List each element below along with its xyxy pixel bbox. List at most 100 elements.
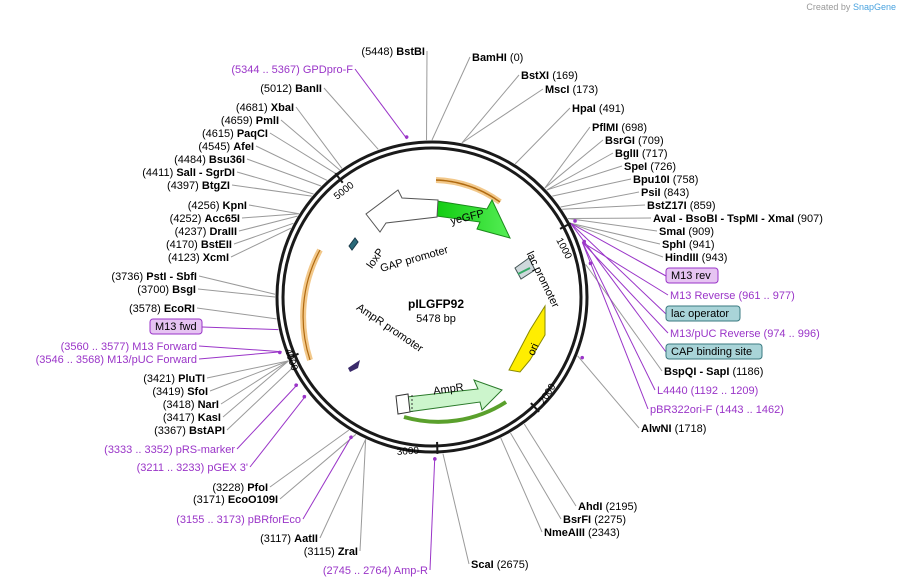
box-label-m13-fwd: M13 fwd	[155, 321, 197, 333]
site-bsgi: (3700) BsgI	[137, 284, 196, 296]
arc-orange-left-line	[302, 249, 321, 361]
site-bstz17i: BstZ17I (859)	[647, 200, 715, 212]
site-xcmi: (4123) XcmI	[168, 252, 229, 264]
label-connector	[238, 215, 298, 232]
site-hindiii: HindIII (943)	[665, 252, 727, 264]
site-avai-bsobi-tspmi-xmai: AvaI - BsoBI - TspMI - XmaI (907)	[653, 213, 823, 225]
label-connector	[570, 222, 664, 258]
primer-site-marker	[580, 355, 585, 360]
feature-label-ori: ori	[526, 342, 542, 358]
site-kpni: (4256) KpnI	[188, 200, 247, 212]
label-connector	[280, 119, 341, 171]
site-nari: (3418) NarI	[163, 399, 219, 411]
primer-site-marker	[433, 457, 437, 461]
site-hpai: HpaI (491)	[572, 103, 625, 115]
label-connector	[220, 360, 289, 405]
label-connector	[255, 145, 328, 181]
label-connector	[246, 158, 322, 187]
label-connector	[230, 227, 292, 258]
site-nmeaiii: NmeAIII (2343)	[544, 527, 620, 539]
label-connector	[231, 184, 312, 197]
label-connector	[514, 107, 571, 165]
site-msci: MscI (173)	[545, 84, 598, 96]
site-bstbi: (5448) BstBI	[361, 46, 425, 58]
ori-arrow	[508, 304, 546, 373]
ring-tick-label: 4000	[282, 348, 299, 373]
label-connector	[209, 360, 289, 392]
label-connector	[206, 360, 289, 379]
ring-tick-mark	[334, 172, 344, 184]
site-pflmi: PflMI (698)	[592, 122, 647, 134]
label-connector	[570, 222, 667, 315]
label-connector	[552, 178, 632, 197]
site-ahdi: AhdI (2195)	[578, 501, 637, 513]
yegfp-arrow	[435, 198, 511, 239]
label-connector	[236, 383, 299, 450]
label-connector	[567, 217, 652, 219]
site-psti-sbfi: (3736) PstI - SbfI	[111, 271, 197, 283]
label-connector	[570, 222, 661, 245]
backbone-outer-ring	[275, 140, 589, 454]
site-ecoo109i: (3171) EcoO109I	[193, 494, 278, 506]
site-btgzi: (4397) BtgZI	[167, 180, 230, 192]
label-connector	[581, 242, 656, 391]
box-m13-fwd	[149, 318, 203, 335]
site-smai: SmaI (909)	[659, 226, 714, 238]
site-bspqi-sapi: BspQI - SapI (1186)	[664, 366, 763, 378]
site-bpu10i: Bpu10I (758)	[633, 174, 698, 186]
site-scai: ScaI (2675)	[471, 559, 528, 571]
label-connector	[279, 433, 357, 500]
primer-pbr322ori-f: pBR322ori-F (1443 .. 1462)	[650, 404, 784, 416]
primer-site-marker	[302, 394, 307, 399]
box-lac-operator	[665, 305, 741, 322]
site-pfoi: (3228) PfoI	[212, 482, 268, 494]
label-connector	[567, 218, 658, 232]
site-paqci: (4615) PaqCI	[202, 128, 268, 140]
box-cap-binding-site	[665, 343, 763, 360]
site-bsrfi: BsrFI (2275)	[563, 514, 626, 526]
site-bsrgi: BsrGI (709)	[605, 135, 664, 147]
arc-green-bottom	[403, 400, 508, 424]
site-sali-sgrdi: (4411) SalI - SgrDI	[142, 167, 235, 179]
label-connector	[302, 435, 353, 520]
label-connector	[198, 275, 276, 295]
ring-tick-label: 3000	[396, 445, 419, 458]
label-connector	[226, 367, 293, 431]
label-connector	[442, 453, 470, 565]
ring-tick-mark	[530, 402, 540, 413]
label-connector	[354, 68, 408, 140]
label-connector	[198, 345, 282, 353]
primer-site-marker	[277, 350, 282, 355]
inner-arcs	[300, 177, 508, 424]
primer-l4440: L4440 (1192 .. 1209)	[657, 385, 758, 397]
primer-site-marker	[294, 383, 298, 388]
site-banii: (5012) BanII	[260, 83, 322, 95]
snapgene-logo-text: SnapGene	[852, 2, 896, 12]
ampr-promoter-marker	[348, 360, 360, 372]
site-psii: PsiI (843)	[641, 187, 689, 199]
label-connector	[196, 307, 277, 320]
label-connector	[500, 437, 543, 533]
primer-prs-marker: (3333 .. 3352) pRS-marker	[104, 444, 235, 456]
snapgene-credit: Created by SnapGene	[806, 2, 896, 12]
ring-tick-mark	[559, 222, 572, 230]
site-spei: SpeI (726)	[624, 161, 676, 173]
label-connector	[359, 439, 367, 552]
site-pmli: (4659) PmlI	[221, 115, 279, 127]
label-connector	[431, 56, 471, 141]
site-bsteii: (4170) BstEII	[166, 239, 232, 251]
ampr-promoter-box	[395, 393, 411, 415]
label-connector	[570, 222, 667, 277]
site-ecori: (3578) EcoRI	[129, 303, 195, 315]
label-connector	[523, 423, 577, 507]
label-connector	[461, 88, 544, 144]
site-sfoi: (3419) SfoI	[152, 386, 208, 398]
label-connector	[581, 242, 649, 410]
feature-label-gap-promoter: GAP promoter	[379, 244, 450, 275]
label-connector	[577, 355, 640, 429]
label-connector	[197, 288, 276, 298]
site-kasi: (3417) KasI	[163, 412, 221, 424]
site-draiii: (4237) DraIII	[175, 226, 237, 238]
ring-tick-label: 2000	[537, 382, 558, 407]
site-bstxi: BstXI (169)	[521, 70, 578, 82]
